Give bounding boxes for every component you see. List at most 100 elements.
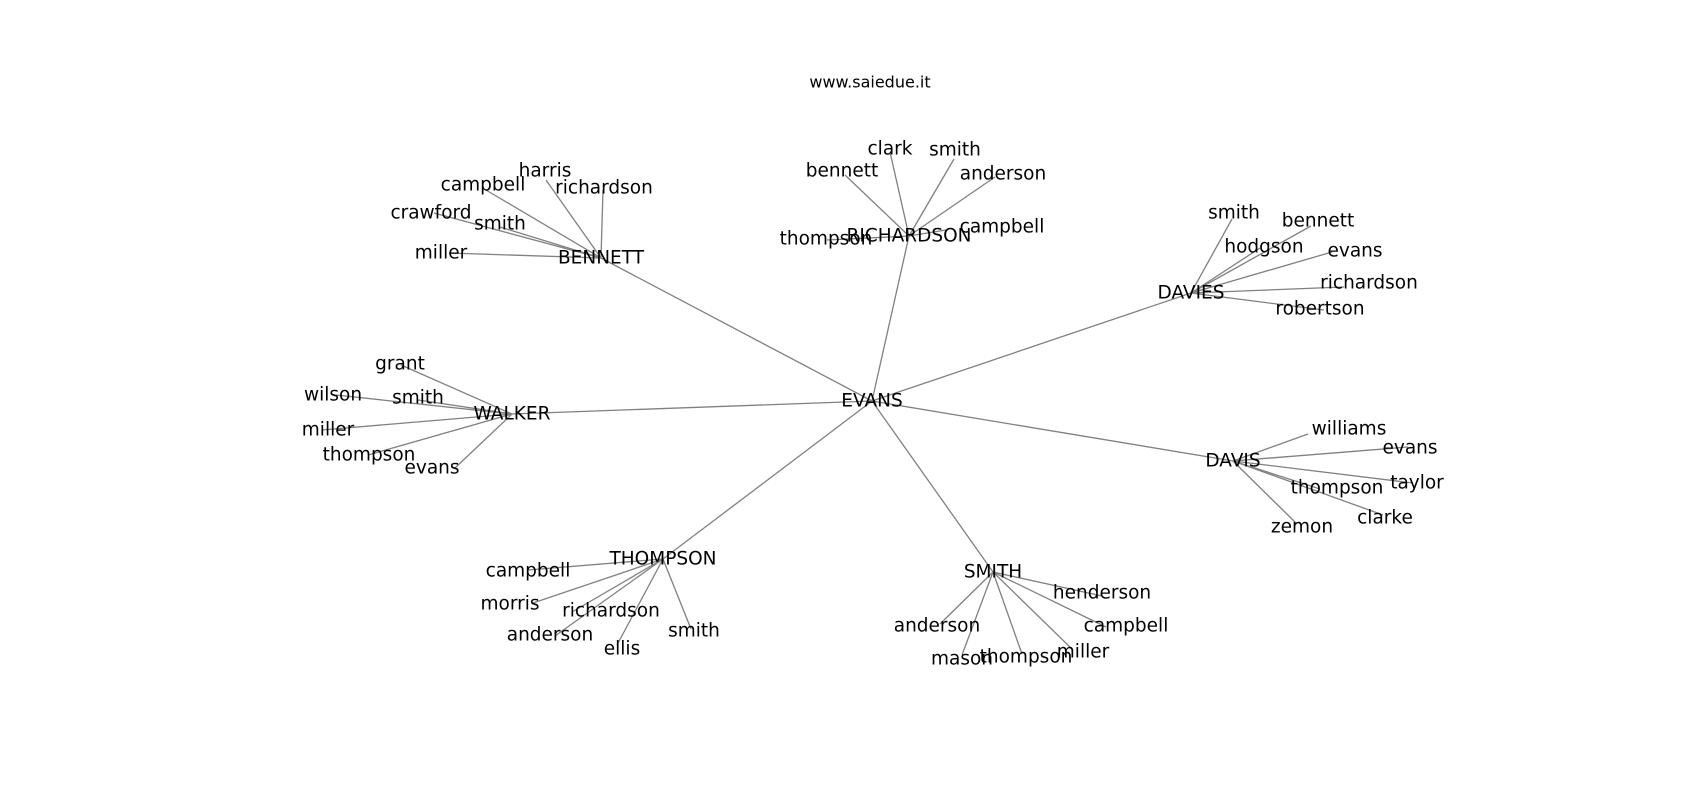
leaf-node-label: wilson <box>304 385 362 406</box>
group-node-label-davies: DAVIES <box>1158 283 1225 304</box>
leaf-node-label: thompson <box>980 647 1073 668</box>
edge-davies-richardson <box>1190 286 1345 294</box>
leaf-node-label: clark <box>868 139 913 160</box>
edge-walker-smith <box>417 399 513 415</box>
leaf-node-label: campbell <box>441 175 526 196</box>
group-node-label-walker: WALKER <box>474 404 551 425</box>
edge-davis-clarke <box>1232 460 1384 516</box>
edge-bennett-campbell <box>485 189 602 259</box>
leaf-node-label: evans <box>404 458 459 479</box>
leaf-node-label: harris <box>519 161 572 182</box>
edge-davis-evans <box>1232 446 1409 462</box>
labels-layer: EVANS RICHARDSON clark smith bennett anderson… <box>302 139 1444 670</box>
leaf-node-label: zemon <box>1271 517 1333 538</box>
leaf-node-label: morris <box>480 594 539 615</box>
leaf-node-label: taylor <box>1390 473 1444 494</box>
edge-root-davis <box>871 400 1234 462</box>
leaf-node-label: miller <box>302 420 355 441</box>
edge-walker-grant <box>400 364 513 415</box>
leaf-node-label: robertson <box>1275 299 1364 320</box>
edge-root-thompson <box>662 400 873 560</box>
leaf-node-label: anderson <box>894 616 980 637</box>
edge-walker-thompson <box>367 413 513 456</box>
edge-richardson-bennett <box>844 174 910 237</box>
edge-smith-mason <box>961 571 994 656</box>
edge-davies-bennett <box>1190 225 1312 294</box>
edge-root-davies <box>871 292 1192 402</box>
edge-richardson-thompson <box>826 235 910 241</box>
leaf-node-label: hodgson <box>1224 237 1303 258</box>
edge-richardson-smith <box>908 158 955 237</box>
leaf-node-label: campbell <box>486 561 571 582</box>
leaf-node-label: thompson <box>1291 478 1384 499</box>
leaf-node-label: anderson <box>960 164 1046 185</box>
edge-davies-robertson <box>1190 292 1325 311</box>
site-title: www.saiedue.it <box>809 73 930 92</box>
group-node-label-richardson: RICHARDSON <box>846 226 971 247</box>
edge-smith-anderson <box>939 571 994 625</box>
leaf-node-label: campbell <box>1084 616 1169 637</box>
leaf-node-label: richardson <box>555 178 653 199</box>
edge-davis-zemon <box>1232 460 1298 525</box>
edge-richardson-campbell <box>908 229 947 237</box>
edge-bennett-smith <box>499 226 602 259</box>
leaf-node-label: bennett <box>1282 211 1354 232</box>
edge-davies-evans <box>1190 251 1333 294</box>
leaf-node-label: miller <box>415 243 468 264</box>
leaf-node-label: thompson <box>323 445 416 466</box>
edge-root-smith <box>871 400 994 573</box>
edge-thompson-campbell <box>527 558 664 571</box>
leaf-node-label: bennett <box>806 161 878 182</box>
edge-smith-henderson <box>992 571 1103 597</box>
edge-bennett-miller <box>448 252 602 259</box>
edge-thompson-smith <box>662 558 692 630</box>
edge-smith-campbell <box>992 571 1107 628</box>
edge-walker-evans <box>454 413 513 469</box>
edge-thompson-anderson <box>554 558 664 637</box>
leaf-node-label: smith <box>392 388 444 409</box>
edge-thompson-richardson <box>571 558 664 613</box>
edge-thompson-morris <box>532 558 664 604</box>
edge-bennett-harris <box>545 179 602 259</box>
edge-walker-wilson <box>335 394 513 415</box>
leaf-node-label: richardson <box>562 601 660 622</box>
root-node-label: EVANS <box>841 391 902 412</box>
edge-root-bennett <box>600 257 873 402</box>
leaf-node-label: smith <box>668 621 720 642</box>
edge-davis-williams <box>1232 433 1309 462</box>
leaf-node-label: miller <box>1057 642 1110 663</box>
edge-bennett-richardson <box>600 189 604 259</box>
edge-davies-hodgson <box>1190 247 1261 294</box>
edge-davis-taylor <box>1232 460 1414 484</box>
leaf-node-label: richardson <box>1320 273 1418 294</box>
leaf-node-label: grant <box>375 354 425 375</box>
leaf-node-label: anderson <box>507 625 593 646</box>
leaf-node-label: crawford <box>390 203 471 224</box>
edge-walker-miller <box>321 413 513 431</box>
edge-root-richardson <box>871 235 910 402</box>
leaf-node-label: mason <box>931 649 993 670</box>
group-node-label-bennett: BENNETT <box>558 248 645 269</box>
edge-thompson-ellis <box>616 558 664 646</box>
group-node-label-smith: SMITH <box>964 562 1022 583</box>
edge-smith-thompson <box>992 571 1023 655</box>
edge-smith-miller <box>992 571 1074 651</box>
group-node-label-davis: DAVIS <box>1205 451 1260 472</box>
leaf-node-label: smith <box>1208 203 1260 224</box>
edge-root-walker <box>511 400 873 415</box>
leaf-node-label: thompson <box>780 229 873 250</box>
group-node-label-thompson: THOMPSON <box>608 549 716 570</box>
leaf-node-label: evans <box>1382 438 1437 459</box>
edge-davies-smith <box>1190 218 1233 294</box>
edge-bennett-crawford <box>433 212 602 259</box>
leaf-node-label: ellis <box>604 639 640 660</box>
leaf-node-label: campbell <box>960 217 1045 238</box>
leaf-node-label: smith <box>474 214 526 235</box>
leaf-node-label: williams <box>1312 419 1387 440</box>
leaf-node-label: smith <box>929 140 981 161</box>
leaf-node-label: clarke <box>1357 508 1413 529</box>
edges-layer <box>321 151 1414 656</box>
leaf-node-label: henderson <box>1053 583 1151 604</box>
leaf-node-label: evans <box>1327 241 1382 262</box>
